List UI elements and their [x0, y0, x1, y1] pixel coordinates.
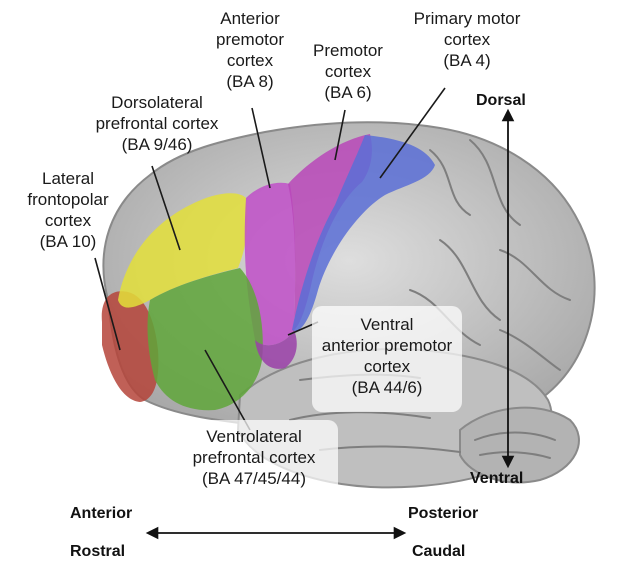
label-line: cortex [363, 357, 411, 376]
label-line: Dorsolateral [111, 93, 203, 112]
axis-label-dorsal: Dorsal [476, 92, 526, 109]
label-line: Ventral [360, 315, 414, 334]
label-line: frontopolar [27, 190, 109, 209]
axis-label-rostral: Rostral [70, 543, 126, 560]
label-ba6: Premotor cortex (BA 6) [298, 40, 398, 103]
label-line: anterior premotor [321, 336, 453, 355]
label-ba10: Lateral frontopolar cortex (BA 10) [18, 168, 118, 252]
label-line: (BA 9/46) [121, 135, 193, 154]
label-line: Lateral [42, 169, 94, 188]
axis-label-ventral: Ventral [470, 470, 524, 487]
label-line: premotor [215, 30, 285, 49]
label-line: Anterior [220, 9, 280, 28]
label-ba8: Anterior premotor cortex (BA 8) [200, 8, 300, 92]
label-line: (BA 47/45/44) [202, 469, 306, 488]
label-ba946: Dorsolateral prefrontal cortex (BA 9/46) [72, 92, 242, 155]
label-line: (BA 44/6) [351, 378, 423, 397]
region-ba446 [255, 330, 297, 369]
label-panel-ba446 [312, 306, 462, 412]
region-ba4 [292, 135, 435, 331]
label-line: prefrontal cortex [192, 448, 316, 467]
axis-label-caudal: Caudal [412, 543, 466, 560]
label-line: prefrontal cortex [95, 114, 219, 133]
label-line: (BA 4) [443, 51, 491, 70]
label-ba446: Ventral anterior premotor cortex (BA 44/… [312, 314, 462, 398]
label-panel-ba474544 [170, 420, 338, 498]
axis-label-anterior: Anterior [70, 505, 133, 522]
label-line: cortex [443, 30, 491, 49]
region-ba10 [101, 291, 159, 402]
label-ba4: Primary motor cortex (BA 4) [392, 8, 542, 71]
label-line: (BA 8) [226, 72, 274, 91]
region-ba946 [118, 193, 248, 308]
region-ba474544 [147, 268, 263, 411]
leader-lines [94, 87, 446, 431]
label-line: cortex [324, 62, 372, 81]
label-line: Ventrolateral [206, 427, 302, 446]
label-line: (BA 6) [324, 83, 372, 102]
label-line: Premotor [313, 41, 383, 60]
label-line: (BA 10) [39, 232, 97, 251]
label-line: cortex [44, 211, 92, 230]
label-line: Primary motor [413, 9, 521, 28]
axis-label-posterior: Posterior [408, 505, 479, 522]
label-line: cortex [226, 51, 274, 70]
label-ba474544: Ventrolateral prefrontal cortex (BA 47/4… [170, 426, 338, 489]
